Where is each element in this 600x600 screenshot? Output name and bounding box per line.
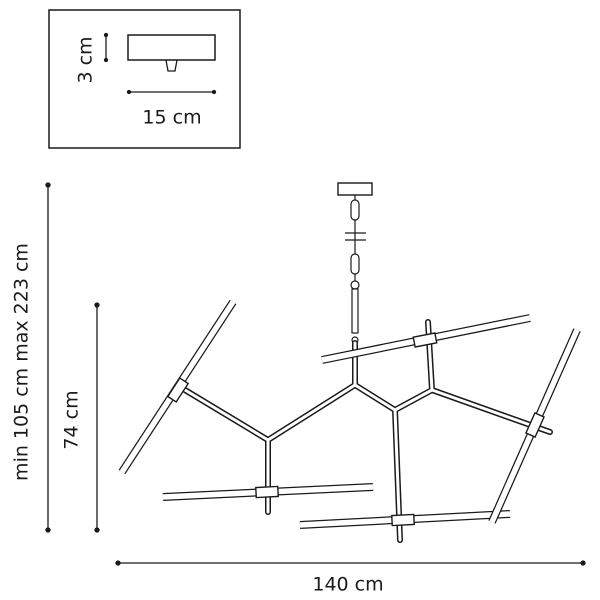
inset-height-dim — [103, 32, 109, 63]
total-height-label: min 105 cm max 223 cm — [10, 243, 33, 481]
inset-width-dim — [126, 89, 217, 95]
inset-canopy — [127, 34, 216, 61]
width-dim — [115, 560, 586, 566]
body-height-label: 74 cm — [60, 390, 83, 450]
inset-width-label: 15 cm — [142, 106, 202, 129]
body-height-dim — [94, 302, 100, 533]
inset-canopy-stub — [165, 59, 178, 72]
light-tubes — [118, 299, 581, 529]
inset-frame — [48, 9, 241, 149]
tube-sockets — [166, 332, 545, 527]
width-label: 140 cm — [312, 573, 384, 596]
total-height-dim — [45, 182, 51, 533]
inset-height-label: 3 cm — [74, 36, 97, 84]
suspension-chain — [345, 195, 366, 344]
canopy — [337, 182, 373, 196]
chandelier-arms — [182, 319, 553, 543]
